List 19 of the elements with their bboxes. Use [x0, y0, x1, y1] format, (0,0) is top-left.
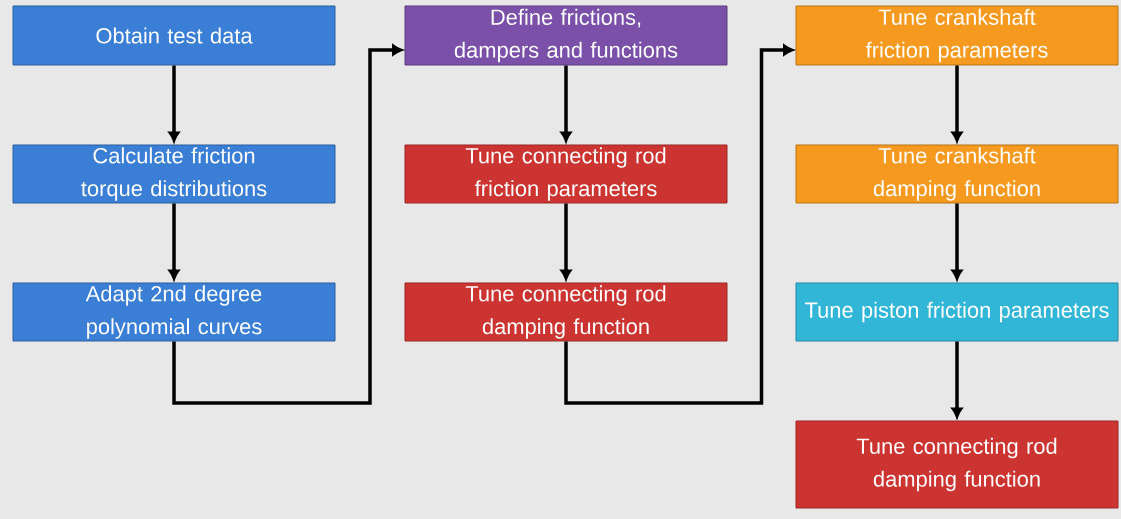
process-box: Tune connecting rod damping function — [795, 420, 1119, 509]
process-box: Tune crankshaft friction parameters — [795, 5, 1119, 66]
arrow — [560, 203, 572, 280]
arrow — [951, 203, 963, 280]
arrow — [168, 203, 180, 280]
arrow — [560, 65, 572, 142]
arrow — [951, 65, 963, 142]
process-box: Adapt 2nd degree polynomial curves — [12, 282, 336, 342]
arrow — [951, 341, 963, 418]
process-box: Define frictions, dampers and functions — [404, 5, 728, 66]
process-box: Tune connecting rod friction parameters — [404, 144, 728, 204]
process-box: Tune piston friction parameters — [795, 282, 1119, 342]
arrow — [564, 44, 794, 405]
process-box: Tune connecting rod damping function — [404, 282, 728, 342]
arrow — [168, 65, 180, 142]
process-box: Obtain test data — [12, 5, 336, 66]
process-box: Tune crankshaft damping function — [795, 144, 1119, 204]
process-box: Calculate friction torque distributions — [12, 144, 336, 204]
arrow — [172, 44, 403, 405]
